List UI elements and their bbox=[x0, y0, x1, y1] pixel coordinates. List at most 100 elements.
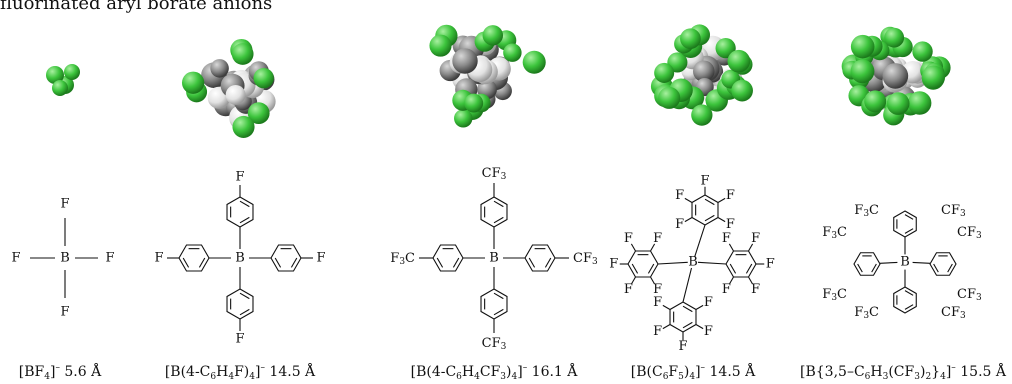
bond bbox=[695, 324, 704, 330]
fluorine-atom bbox=[247, 102, 270, 125]
fluorine-atom bbox=[731, 79, 753, 102]
bond bbox=[630, 243, 636, 252]
fluorine-atom bbox=[912, 41, 933, 62]
bond bbox=[912, 261, 931, 264]
double-bond bbox=[544, 257, 552, 268]
fluorine-atom bbox=[886, 92, 910, 115]
cf3-group-label: CF3 bbox=[957, 287, 982, 304]
benzene-ring bbox=[893, 286, 917, 314]
double-bond bbox=[239, 216, 250, 224]
benzene-ring bbox=[929, 252, 957, 276]
double-bond bbox=[904, 214, 914, 220]
double-bond bbox=[493, 292, 504, 300]
boron-atom: B bbox=[60, 251, 70, 266]
fluorine-label: F bbox=[700, 173, 709, 188]
fluorine-label: F bbox=[722, 231, 731, 246]
double-bond bbox=[904, 304, 914, 310]
bond bbox=[728, 276, 734, 285]
boron-atom: B bbox=[235, 251, 245, 266]
bond bbox=[879, 261, 898, 264]
double-bond bbox=[239, 200, 250, 208]
fluorine-label: F bbox=[105, 251, 114, 266]
fluorine-label: F bbox=[11, 251, 20, 266]
fluorine-label: F bbox=[235, 332, 244, 347]
label-b-c6h4f: [B(4-C6H4F)4]– 14.5 Å bbox=[164, 363, 316, 382]
fluorine-label: F bbox=[751, 231, 760, 246]
fluorine-atom bbox=[429, 34, 452, 57]
bond bbox=[694, 224, 706, 257]
double-bond bbox=[493, 308, 504, 316]
double-bond bbox=[239, 308, 250, 316]
fluorine-label: F bbox=[60, 197, 69, 212]
fluorine-label: F bbox=[675, 188, 684, 203]
bond bbox=[748, 276, 754, 285]
fluorine-atom bbox=[503, 43, 522, 62]
double-bond bbox=[704, 198, 715, 206]
bond bbox=[697, 261, 727, 265]
fluorine-label: F bbox=[60, 305, 69, 320]
fluorine-label: F bbox=[235, 170, 244, 185]
fluorine-label: F bbox=[726, 188, 735, 203]
double-bond bbox=[493, 200, 504, 208]
double-bond bbox=[947, 263, 953, 273]
fluorine-atom bbox=[64, 64, 80, 80]
fluorine-atom bbox=[658, 86, 681, 109]
double-bond bbox=[682, 305, 693, 313]
molecule-atom bbox=[210, 59, 229, 78]
fluorine-label: F bbox=[653, 324, 662, 339]
molecule-atom bbox=[882, 63, 909, 89]
label-bf4: [BF4]– 5.6 Å bbox=[18, 363, 102, 382]
double-bond bbox=[647, 263, 655, 274]
fluorine-atom bbox=[46, 66, 64, 84]
molecule-atom bbox=[225, 84, 246, 105]
double-bond bbox=[198, 257, 206, 268]
fluorine-atom bbox=[52, 80, 68, 96]
fluorine-atom bbox=[907, 91, 932, 115]
f3c-group-label: F3C bbox=[390, 251, 415, 268]
molecule-atom bbox=[452, 48, 478, 74]
fluorine-label: F bbox=[154, 251, 163, 266]
fluorine-atom bbox=[654, 62, 675, 83]
fluorine-atom bbox=[680, 28, 701, 50]
fluorine-label: F bbox=[624, 231, 633, 246]
fluorine-atom bbox=[727, 49, 751, 73]
fluorine-label: F bbox=[609, 257, 618, 272]
bond bbox=[728, 243, 734, 252]
bond bbox=[630, 276, 636, 285]
fluorine-label: F bbox=[653, 231, 662, 246]
bond bbox=[657, 261, 688, 265]
fluorine-label: F bbox=[766, 257, 775, 272]
cf3-group-label: CF3 bbox=[957, 225, 982, 242]
bond bbox=[695, 304, 704, 310]
fluorine-atom bbox=[850, 34, 875, 59]
fluorine-atom bbox=[253, 67, 274, 89]
bond bbox=[650, 276, 656, 285]
boron-atom: B bbox=[900, 255, 910, 270]
double-bond bbox=[857, 263, 863, 273]
fluorine-label: F bbox=[704, 295, 713, 310]
bond bbox=[717, 197, 726, 203]
bond bbox=[662, 324, 671, 330]
double-bond bbox=[871, 263, 877, 273]
double-bond bbox=[631, 263, 639, 274]
fluorine-atom bbox=[231, 43, 254, 65]
label-barf: [B{3,5–C6H3(CF3)2}4]– 15.5 Å bbox=[800, 363, 1006, 382]
boron-atom: B bbox=[688, 255, 698, 270]
f3c-group-label: F3C bbox=[854, 203, 879, 220]
double-bond bbox=[933, 263, 939, 273]
double-bond bbox=[274, 257, 282, 268]
bond bbox=[684, 197, 693, 203]
fluorine-label: F bbox=[675, 217, 684, 232]
fluorine-atom bbox=[864, 90, 887, 113]
fluorine-label: F bbox=[624, 282, 633, 297]
benzene-ring bbox=[853, 252, 881, 276]
bond bbox=[650, 243, 656, 252]
double-bond bbox=[704, 214, 715, 222]
label-b-c6h4cf3: [B(4-C6H4CF3)4]– 16.1 Å bbox=[410, 363, 578, 382]
fluorine-label: F bbox=[653, 295, 662, 310]
fluorine-atom bbox=[884, 27, 905, 48]
fluorine-atom bbox=[715, 37, 736, 59]
cf3-group-label: CF3 bbox=[941, 305, 966, 322]
